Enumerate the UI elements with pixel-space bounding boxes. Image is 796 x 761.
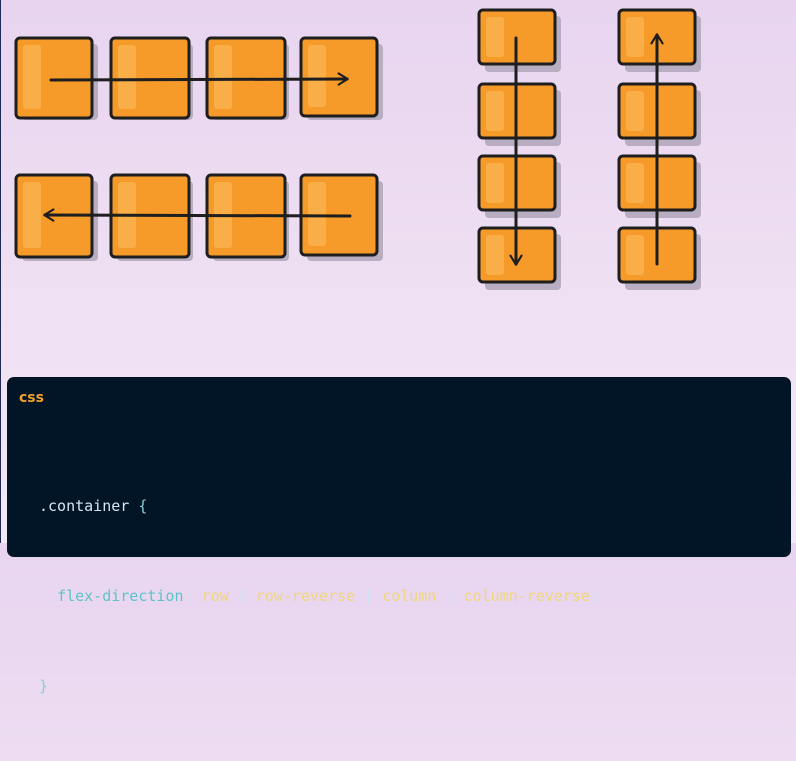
flex-item-box xyxy=(477,154,561,218)
open-brace: { xyxy=(138,497,148,515)
code-content: .container { flex-direction: row | row-r… xyxy=(39,431,599,761)
code-line: .container { xyxy=(39,491,599,521)
separator: | xyxy=(364,587,374,605)
css-property: flex-direction xyxy=(57,587,184,605)
colon: : xyxy=(183,587,193,605)
code-line: flex-direction: row | row-reverse | colu… xyxy=(39,581,599,611)
separator: | xyxy=(445,587,455,605)
flex-item-box xyxy=(109,36,193,120)
code-language-label: css xyxy=(19,390,44,406)
flex-item-box xyxy=(617,226,701,290)
flex-item-box xyxy=(14,36,98,120)
close-brace: } xyxy=(39,677,49,695)
flex-item-box xyxy=(109,173,193,261)
flex-item-box xyxy=(299,36,383,120)
flex-item-box xyxy=(617,82,701,146)
flex-item-box xyxy=(617,8,701,72)
semicolon: ; xyxy=(589,587,599,605)
value-column-reverse: column-reverse xyxy=(463,587,590,605)
flex-item-box xyxy=(477,8,561,72)
flex-item-box xyxy=(477,226,561,290)
direction-arrow xyxy=(49,72,349,86)
code-line: } xyxy=(39,671,599,701)
row-diagram xyxy=(14,36,383,120)
flex-item-box xyxy=(14,173,98,261)
value-row-reverse: row-reverse xyxy=(255,587,356,605)
flex-item-box xyxy=(299,173,383,261)
column-reverse-diagram xyxy=(617,8,701,290)
flex-item-box xyxy=(617,154,701,218)
flex-item-box xyxy=(205,173,289,261)
direction-arrow xyxy=(43,208,352,222)
css-selector: .container xyxy=(39,497,130,515)
value-row: row xyxy=(201,587,229,605)
flex-item-box xyxy=(477,82,561,146)
row-reverse-diagram xyxy=(14,173,383,261)
separator: | xyxy=(237,587,247,605)
column-diagram xyxy=(477,8,561,290)
flex-direction-illustration xyxy=(14,8,701,290)
code-block: css .container { flex-direction: row | r… xyxy=(7,377,791,695)
value-column: column xyxy=(382,587,437,605)
